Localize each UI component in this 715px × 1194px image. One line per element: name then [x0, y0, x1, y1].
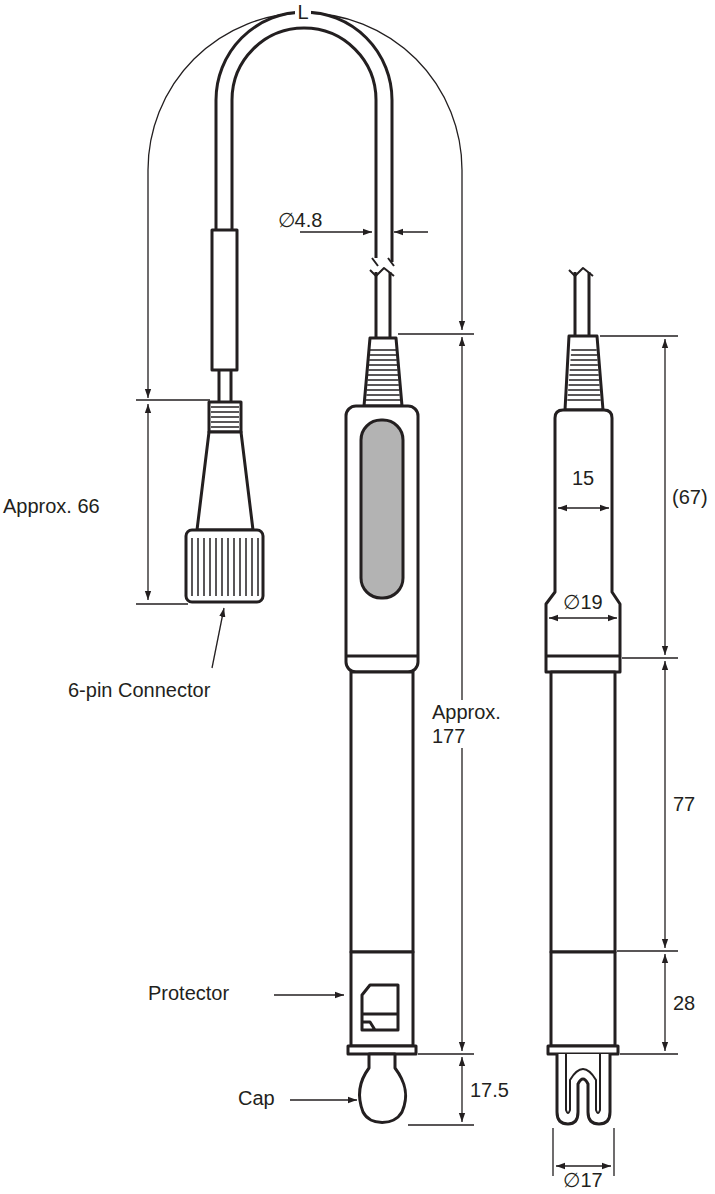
dimension-label: 17.5: [470, 1078, 509, 1102]
dimension-label: 6-pin Connector: [68, 678, 210, 702]
dimension-label: 15: [572, 466, 594, 490]
dimension-label: (67): [672, 485, 708, 509]
dimension-label: 77: [673, 792, 695, 816]
dimension-label: ∅4.8: [278, 208, 323, 232]
dimension-label: Cap: [238, 1086, 275, 1110]
dimension-label: L: [295, 0, 310, 24]
dimension-label: Approx. 66: [3, 494, 100, 518]
dimension-label: Protector: [148, 981, 229, 1005]
dimension-label: ∅17: [563, 1168, 602, 1192]
dimension-label: ∅19: [563, 590, 602, 614]
dimension-label: Approx. 177: [430, 700, 514, 748]
dimension-label: 28: [673, 991, 695, 1015]
